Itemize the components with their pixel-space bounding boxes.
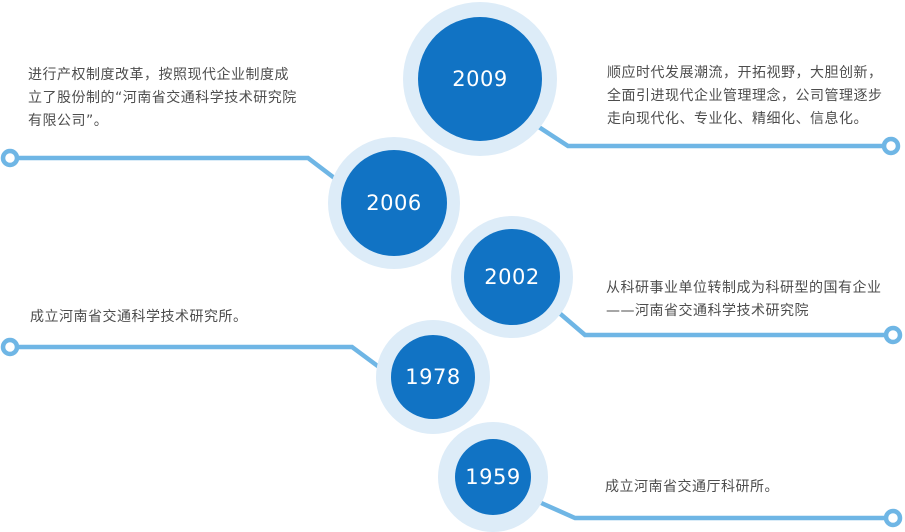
connector-2009 [526, 118, 886, 149]
milestone-year-label: 2002 [484, 265, 540, 289]
endpoint-ring-icon [881, 136, 901, 156]
description-line: ——河南省交通科学技术研究院 [606, 303, 809, 319]
milestone-circle-1959: 1959 [438, 422, 548, 532]
milestone-description-2002: 从科研事业单位转制成为科研型的国有企业 ——河南省交通科学技术研究院 [606, 277, 882, 323]
milestone-description-1959: 成立河南省交通厅科研所。 [605, 476, 779, 499]
endpoint-ring-icon [0, 148, 20, 168]
milestone-year-label: 1978 [405, 365, 461, 389]
connector-1959 [529, 495, 888, 521]
milestone-circle-core: 1959 [455, 439, 531, 515]
description-line: 走向现代化、专业化、精细化、信息化。 [607, 111, 868, 127]
connector-2002 [548, 303, 888, 338]
connector-1978 [12, 344, 385, 372]
endpoint-ring-icon [883, 325, 903, 345]
description-line: 从科研事业单位转制成为科研型的国有企业 [606, 280, 882, 296]
milestone-circle-2002: 2002 [451, 216, 573, 338]
description-line: 有限公司”。 [28, 113, 109, 129]
milestone-circle-2009: 2009 [403, 2, 557, 156]
connector-2006 [12, 155, 339, 182]
endpoint-ring-icon [0, 337, 20, 357]
description-line: 全面引进现代企业管理理念，公司管理逐步 [607, 88, 883, 104]
description-line: 立了股份制的“河南省交通科学技术研究院 [28, 90, 297, 106]
milestone-description-2009: 顺应时代发展潮流，开拓视野，大胆创新， 全面引进现代企业管理理念，公司管理逐步 … [607, 62, 883, 131]
milestone-description-1978: 成立河南省交通科学技术研究所。 [30, 306, 248, 329]
endpoint-ring-icon [883, 508, 903, 528]
milestone-circle-1978: 1978 [376, 320, 490, 434]
milestone-circle-core: 2002 [464, 229, 560, 325]
milestone-circle-core: 2009 [418, 17, 542, 141]
milestone-year-label: 1959 [465, 465, 521, 489]
description-line: 顺应时代发展潮流，开拓视野，大胆创新， [607, 65, 883, 81]
description-line: 进行产权制度改革，按照现代企业制度成 [28, 67, 289, 83]
description-line: 成立河南省交通厅科研所。 [605, 479, 779, 495]
milestone-circle-core: 1978 [391, 335, 475, 419]
milestone-year-label: 2009 [452, 67, 508, 91]
milestone-year-label: 2006 [366, 191, 422, 215]
milestone-description-2006: 进行产权制度改革，按照现代企业制度成 立了股份制的“河南省交通科学技术研究院 有… [28, 64, 297, 133]
milestone-circle-core: 2006 [341, 150, 447, 256]
milestone-circle-2006: 2006 [328, 137, 460, 269]
description-line: 成立河南省交通科学技术研究所。 [30, 309, 248, 325]
